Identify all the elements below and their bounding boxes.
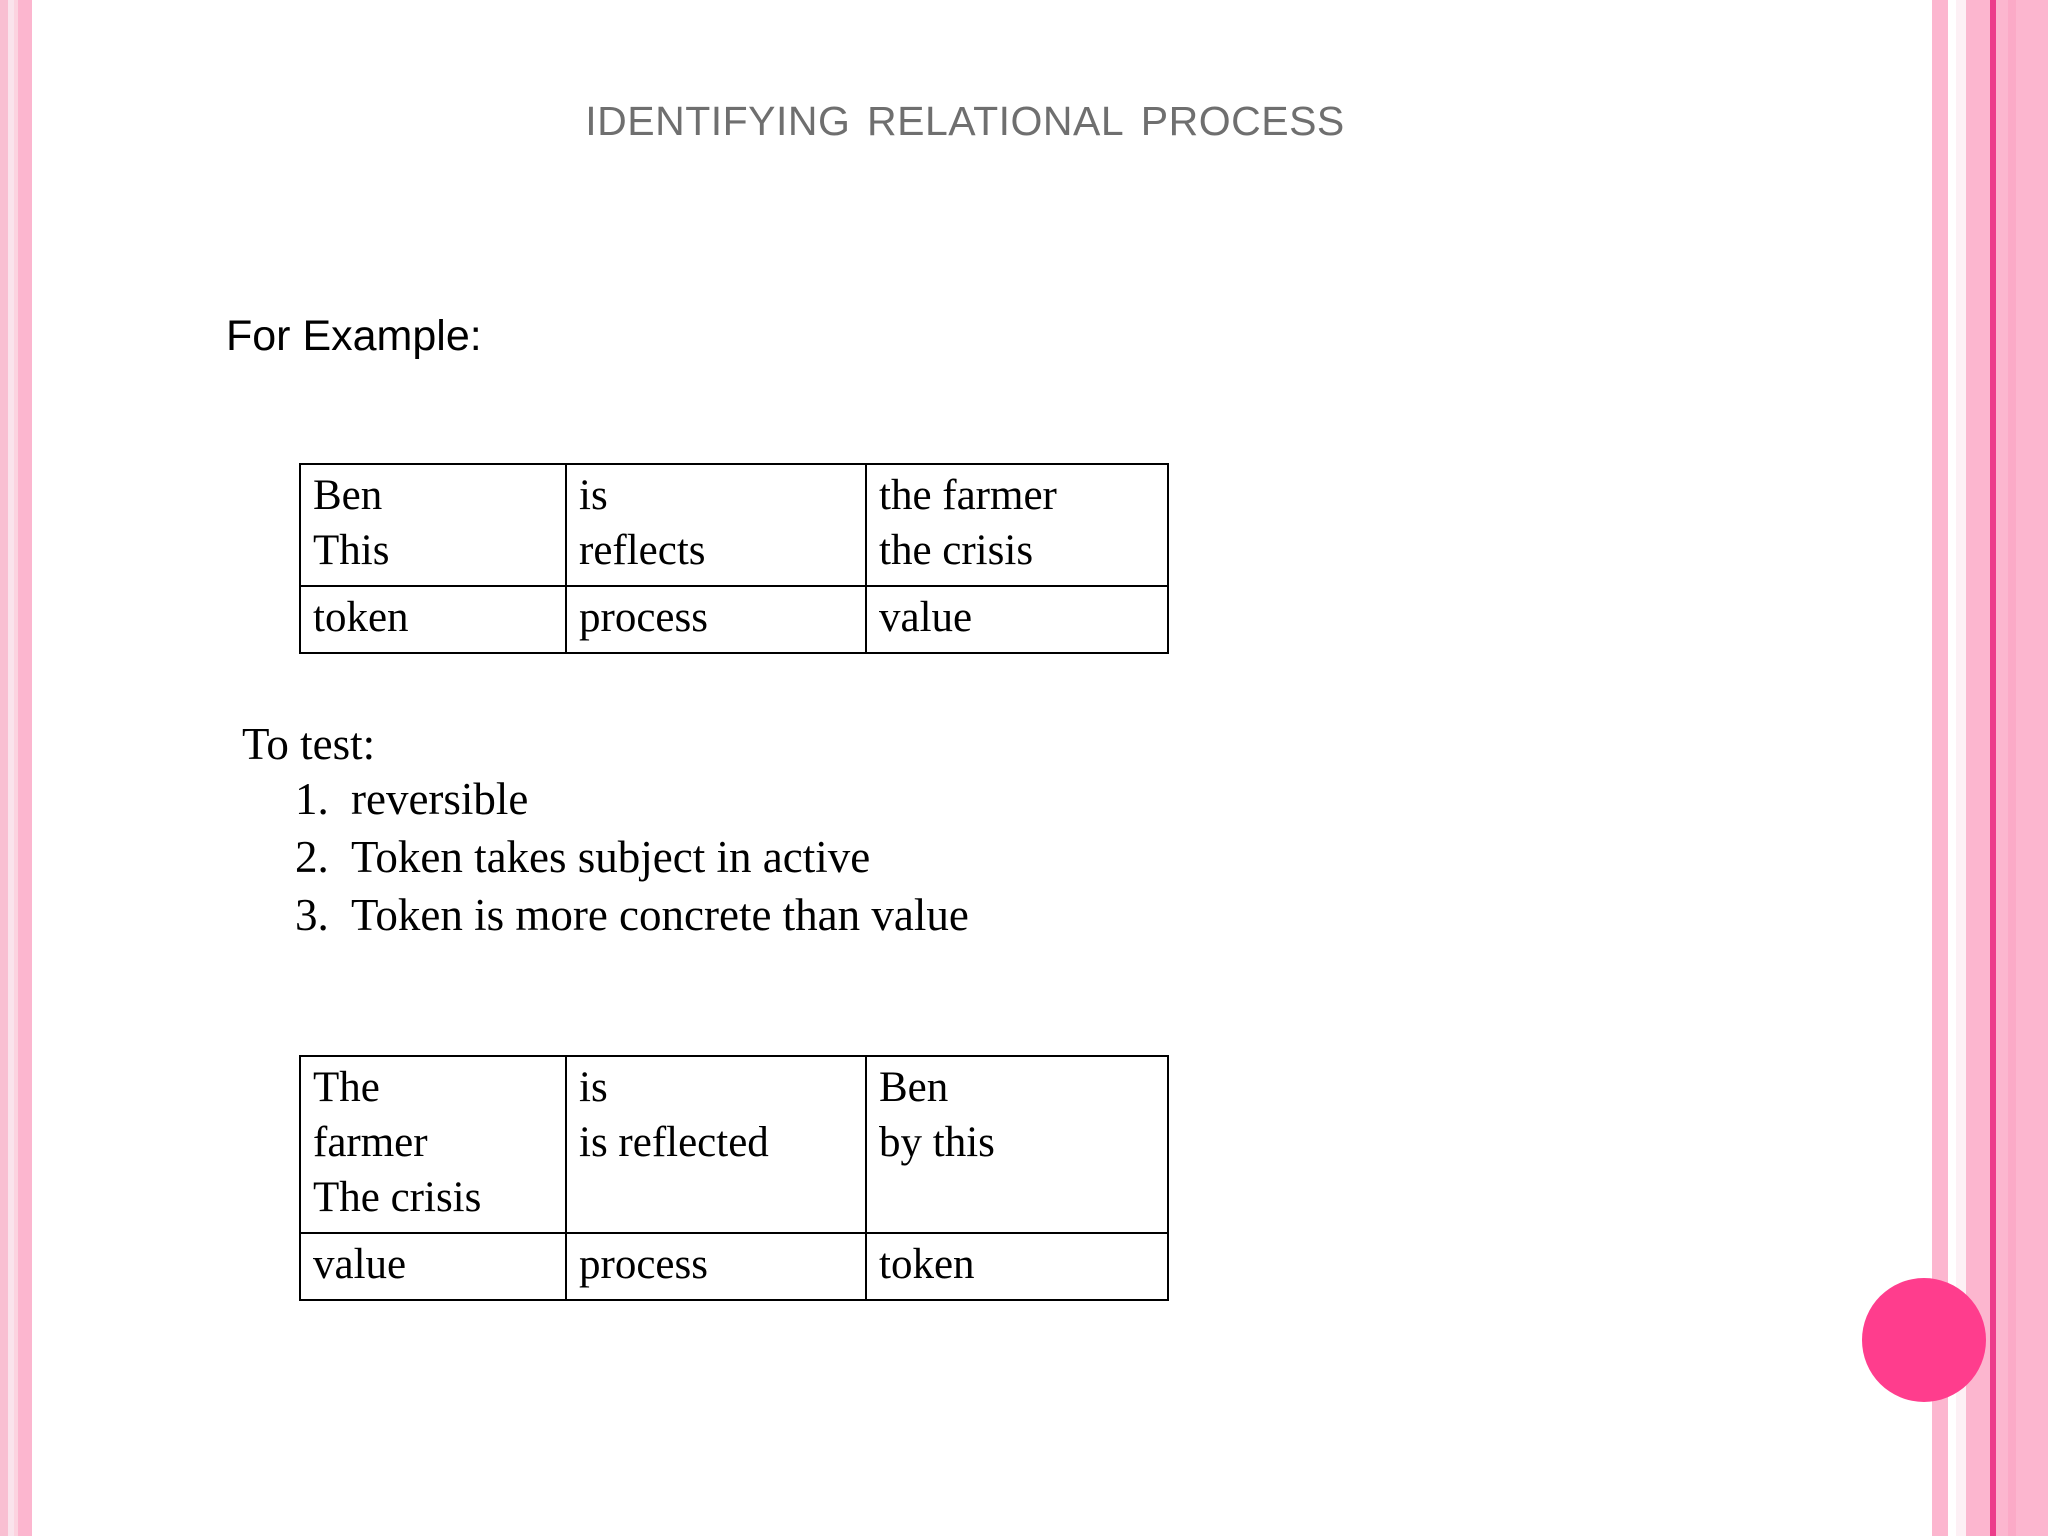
cell-line: process (579, 594, 708, 642)
cell-label-process: process (565, 585, 867, 655)
cell-line: value (313, 1241, 407, 1289)
cell-label-token: token (865, 1232, 1169, 1302)
table-row: token process value (299, 585, 1169, 655)
cell-line: farmer (313, 1119, 428, 1167)
cell-line: This (313, 527, 390, 575)
left-border-stripe-1 (0, 0, 8, 1536)
left-border-stripe-3 (14, 0, 18, 1536)
pink-circle-decoration (1862, 1278, 1986, 1402)
list-item: 1. reversible (295, 773, 969, 831)
cell-line: process (579, 1241, 708, 1289)
cell-line: The crisis (313, 1174, 482, 1222)
cell-label-value: value (865, 585, 1169, 655)
cell-line: token (313, 594, 409, 642)
list-item-number: 3. (295, 890, 329, 940)
cell-line: is (579, 472, 608, 519)
cell-line: by this (879, 1119, 995, 1167)
cell-label-value: value (299, 1232, 567, 1302)
cell-process-verbs: is reflects (565, 462, 867, 588)
list-item-label: Token is more concrete than value (351, 890, 969, 940)
reversed-clause-table: The farmer The crisis is is reflected Be… (299, 1054, 1169, 1302)
cell-token-participants: Ben This (299, 462, 567, 588)
cell-line: the crisis (879, 527, 1034, 575)
cell-line: reflects (579, 527, 706, 575)
table-row: Ben This is reflects the farmer the cris… (299, 462, 1169, 588)
list-item-label: reversible (351, 774, 529, 824)
cell-label-process: process (565, 1232, 867, 1302)
list-item: 3. Token is more concrete than value (295, 889, 969, 947)
table-row: The farmer The crisis is is reflected Be… (299, 1054, 1169, 1235)
to-test-heading: To test: (242, 719, 376, 769)
test-criteria-list: 1. reversible 2. Token takes subject in … (295, 773, 969, 947)
table-row: value process token (299, 1232, 1169, 1302)
right-border-stripe-3 (1956, 0, 1966, 1536)
cell-line: value (879, 594, 973, 642)
left-border-stripe-2 (8, 0, 14, 1536)
right-border-stripe-4 (1966, 0, 1990, 1536)
cell-value-participants: The farmer The crisis (299, 1054, 567, 1235)
right-border-stripe-2 (1948, 0, 1956, 1536)
list-item-number: 2. (295, 832, 329, 882)
right-border-stripe-7 (2008, 0, 2016, 1536)
list-item-label: Token takes subject in active (351, 832, 871, 882)
for-example-label: For Example: (226, 312, 482, 360)
cell-line: The (313, 1064, 380, 1111)
cell-token-participants: Ben by this (865, 1054, 1169, 1235)
page-title: Identifying relational process (585, 83, 1345, 148)
list-item-number: 1. (295, 774, 329, 824)
right-border-stripe-5 (1990, 0, 1996, 1536)
cell-line: is reflected (579, 1119, 769, 1167)
right-border-stripe-8 (2016, 0, 2048, 1536)
cell-label-token: token (299, 585, 567, 655)
left-border-stripe-4 (18, 0, 32, 1536)
list-item: 2. Token takes subject in active (295, 831, 969, 889)
example-clause-table: Ben This is reflects the farmer the cris… (299, 462, 1169, 655)
cell-process-verbs: is is reflected (565, 1054, 867, 1235)
cell-line: Ben (879, 1064, 949, 1111)
right-border-stripe-6 (1996, 0, 2008, 1536)
cell-line: the farmer (879, 472, 1057, 519)
cell-value-participants: the farmer the crisis (865, 462, 1169, 588)
cell-line: is (579, 1064, 608, 1111)
cell-line: Ben (313, 472, 383, 519)
right-border-stripe-1 (1932, 0, 1948, 1536)
cell-line: token (879, 1241, 975, 1289)
